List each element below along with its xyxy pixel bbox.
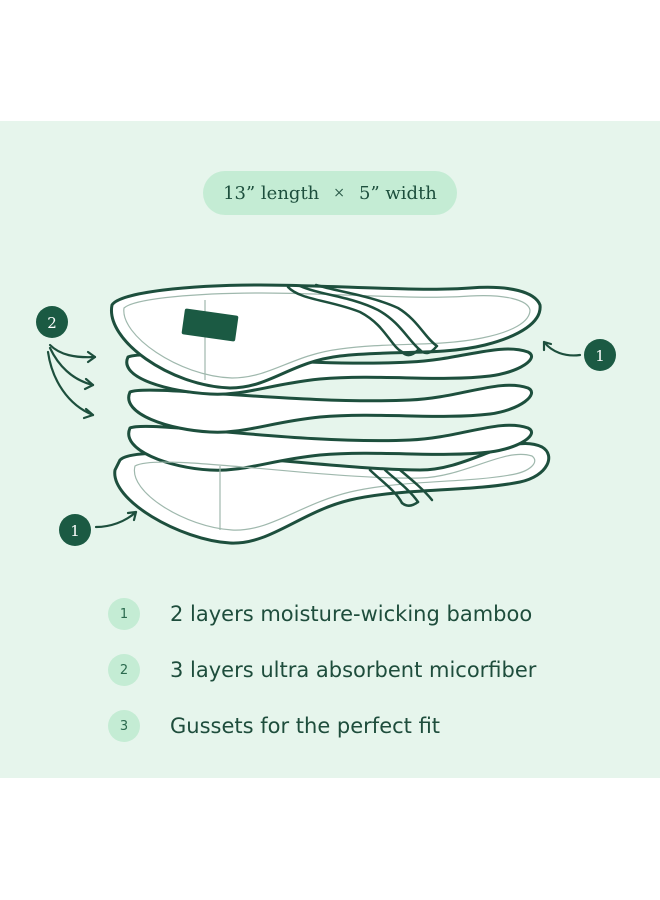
callout-1-top-right [584,339,616,371]
callout-2-left [36,306,68,338]
legend-number-badge: 3 [108,710,140,742]
legend-text: 2 layers moisture-wicking bamboo [170,602,533,626]
legend-number-badge: 1 [108,598,140,630]
dimensions-pill: 13” length × 5” width [203,171,457,215]
callout-2-left-label: 2 [47,314,57,332]
arrow-callout-left-3 [46,350,95,417]
middle-sheet-3 [127,383,533,434]
arrow-callout-left-1 [48,343,97,359]
legend-item: 2 3 layers ultra absorbent micorfiber [108,642,536,698]
top-pad-layer [110,283,542,390]
callout-1-bottom-left-label: 1 [70,522,80,540]
pad-layers-illustration: 1 2 1 [36,283,616,546]
legend-number-badge: 2 [108,654,140,686]
width-label: 5” width [359,182,437,204]
times-symbol: × [333,185,346,201]
legend-list: 1 2 layers moisture-wicking bamboo 2 3 l… [108,586,536,754]
legend-item: 1 2 layers moisture-wicking bamboo [108,586,536,642]
legend-text: Gussets for the perfect fit [170,714,441,738]
middle-sheet-4 [127,423,534,472]
legend-text: 3 layers ultra absorbent micorfiber [170,658,537,682]
brand-tag [181,308,239,342]
callout-1-bottom-left [59,514,91,546]
legend-item: 3 Gussets for the perfect fit [108,698,536,754]
length-label: 13” length [223,182,320,204]
arrow-callout-bottom-left [94,510,138,529]
arrow-callout-left-2 [48,346,95,387]
arrow-callout-top-right [542,340,582,357]
callout-1-top-right-label: 1 [595,347,605,365]
